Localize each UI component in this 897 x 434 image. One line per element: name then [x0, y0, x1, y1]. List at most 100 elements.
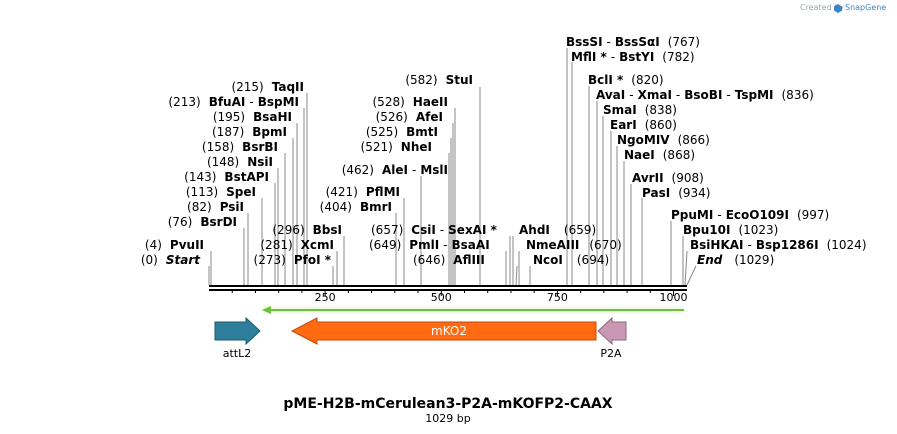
credit-brand: SnapGene — [845, 3, 886, 12]
enzyme-label-taqii[interactable]: (215)TaqII — [231, 80, 304, 94]
snapgene-logo-icon — [834, 4, 842, 13]
svg-text:(195)BsaHI: (195)BsaHI — [213, 110, 292, 124]
svg-text:(528)HaeII: (528)HaeII — [373, 95, 449, 109]
enzyme-label-haeii[interactable]: (528)HaeII — [373, 95, 449, 109]
enzyme-label-pmli[interactable]: (649)PmlI-BsaAI — [369, 238, 490, 252]
leader-lines — [208, 48, 697, 286]
svg-text:BsiHKAI-Bsp1286I(1024): BsiHKAI-Bsp1286I(1024) — [690, 238, 867, 252]
enzyme-label-pfoi[interactable]: (273)PfoI * — [254, 253, 332, 267]
enzyme-label-alei[interactable]: (462)AleI-MslI — [342, 163, 448, 177]
enzyme-label-eari[interactable]: EarI(860) — [610, 118, 677, 132]
svg-text:Bpu10I(1023): Bpu10I(1023) — [683, 223, 778, 237]
svg-text:AhdI(659): AhdI(659) — [519, 223, 596, 237]
map-subtitle: 1029 bp — [425, 412, 470, 425]
svg-text:(421)PflMI: (421)PflMI — [326, 185, 400, 199]
leader-line-afliii — [515, 265, 518, 286]
enzyme-label-ahdi[interactable]: AhdI(659) — [519, 223, 596, 237]
end-label: End(1029) — [697, 253, 774, 267]
enzyme-label-nsii[interactable]: (148)NsiI — [207, 155, 273, 169]
enzyme-label-avai[interactable]: AvaI-XmaI-BsoBI-TspMI(836) — [596, 88, 814, 102]
svg-text:NaeI(868): NaeI(868) — [624, 148, 695, 162]
enzyme-label-smai[interactable]: SmaI(838) — [603, 103, 677, 117]
enzyme-label-csii[interactable]: (657)CsiI-SexAI * — [371, 223, 498, 237]
enzyme-label-bcli[interactable]: BclI *(820) — [588, 73, 664, 87]
enzyme-label-bsahi[interactable]: (195)BsaHI — [213, 110, 292, 124]
svg-text:(521)NheI: (521)NheI — [361, 140, 432, 154]
svg-text:AvrII(908): AvrII(908) — [632, 171, 704, 185]
svg-text:NmeAIII(670): NmeAIII(670) — [526, 238, 622, 252]
svg-text:PasI(934): PasI(934) — [642, 186, 710, 200]
enzyme-label-pvuii[interactable]: (4)PvuII — [145, 238, 204, 252]
svg-text:BclI *(820): BclI *(820) — [588, 73, 664, 87]
enzyme-label-pflmi[interactable]: (421)PflMI — [326, 185, 400, 199]
ruler-tick-label: 500 — [431, 291, 452, 304]
svg-text:(296)BbsI: (296)BbsI — [272, 223, 342, 237]
svg-text:MflI *-BstYI(782): MflI *-BstYI(782) — [571, 50, 695, 64]
enzyme-label-bpmi[interactable]: (187)BpmI — [212, 125, 287, 139]
svg-text:End(1029): End(1029) — [697, 253, 774, 267]
feature-p2a-arrow — [597, 316, 627, 346]
svg-text:(646)AflIII: (646)AflIII — [413, 253, 485, 267]
enzyme-label-bstapi[interactable]: (143)BstAPI — [184, 170, 269, 184]
enzyme-label-bsihkai[interactable]: BsiHKAI-Bsp1286I(1024) — [690, 238, 867, 252]
svg-text:(462)AleI-MslI: (462)AleI-MslI — [342, 163, 448, 177]
enzyme-label-bsrdi[interactable]: (76)BsrDI — [168, 215, 237, 229]
enzyme-label-nhei[interactable]: (521)NheI — [361, 140, 432, 154]
enzyme-label-bmti[interactable]: (525)BmtI — [366, 125, 438, 139]
enzyme-label-bfuai[interactable]: (213)BfuAI-BspMI — [168, 95, 299, 109]
enzyme-label-bpu10i[interactable]: Bpu10I(1023) — [683, 223, 778, 237]
enzyme-label-afei[interactable]: (526)AfeI — [376, 110, 443, 124]
enzyme-label-avrii[interactable]: AvrII(908) — [632, 171, 704, 185]
enzyme-label-afliii[interactable]: (646)AflIII — [413, 253, 485, 267]
feature-mko2[interactable]: mKO2 — [290, 317, 597, 345]
enzyme-label-bmri[interactable]: (404)BmrI — [320, 200, 392, 214]
enzyme-label-ncoi[interactable]: NcoI(694) — [533, 253, 609, 267]
svg-text:(4)PvuII: (4)PvuII — [145, 238, 204, 252]
svg-text:EarI(860): EarI(860) — [610, 118, 677, 132]
svg-text:(649)PmlI-BsaAI: (649)PmlI-BsaAI — [369, 238, 490, 252]
svg-text:(404)BmrI: (404)BmrI — [320, 200, 392, 214]
feature-attl2-arrow — [214, 316, 261, 346]
feature-p2a-label: P2A — [600, 347, 622, 360]
enzyme-label-bsssi[interactable]: BssSI-BssSαI(767) — [566, 35, 700, 49]
enzyme-label-nmeaiii[interactable]: NmeAIII(670) — [526, 238, 622, 252]
orf-arrow[interactable] — [262, 306, 684, 314]
svg-text:(143)BstAPI: (143)BstAPI — [184, 170, 269, 184]
svg-text:AvaI-XmaI-BsoBI-TspMI(836): AvaI-XmaI-BsoBI-TspMI(836) — [596, 88, 814, 102]
enzyme-label-naei[interactable]: NaeI(868) — [624, 148, 695, 162]
enzyme-label-ppumi[interactable]: PpuMI-EcoO109I(997) — [671, 208, 829, 222]
feature-p2a[interactable]: P2A — [597, 316, 627, 360]
enzyme-label-bbsi[interactable]: (296)BbsI — [272, 223, 342, 237]
ruler-tick-label: 1000 — [660, 291, 688, 304]
start-label: (0)Start — [141, 253, 201, 267]
svg-text:(76)BsrDI: (76)BsrDI — [168, 215, 237, 229]
enzyme-label-bsrbi[interactable]: (158)BsrBI — [202, 140, 278, 154]
ruler-tick-label: 250 — [315, 291, 336, 304]
svg-text:BssSI-BssSαI(767): BssSI-BssSαI(767) — [566, 35, 700, 49]
leader-line-end — [686, 265, 697, 286]
svg-text:(525)BmtI: (525)BmtI — [366, 125, 438, 139]
svg-text:NgoMIV(866): NgoMIV(866) — [617, 133, 710, 147]
credit-prefix: Created by — [800, 3, 844, 12]
svg-text:(113)SpeI: (113)SpeI — [186, 185, 256, 199]
svg-text:(215)TaqII: (215)TaqII — [231, 80, 304, 94]
feature-attl2-label: attL2 — [223, 347, 252, 360]
enzyme-label-xcmi[interactable]: (281)XcmI — [260, 238, 334, 252]
enzyme-label-psii[interactable]: (82)PsiI — [187, 200, 244, 214]
enzyme-label-ngomiv[interactable]: NgoMIV(866) — [617, 133, 710, 147]
svg-text:(273)PfoI *: (273)PfoI * — [254, 253, 332, 267]
svg-text:(526)AfeI: (526)AfeI — [376, 110, 443, 124]
svg-text:PpuMI-EcoO109I(997): PpuMI-EcoO109I(997) — [671, 208, 829, 222]
svg-text:(657)CsiI-SexAI *: (657)CsiI-SexAI * — [371, 223, 498, 237]
ruler: 250 500 750 1000 — [231, 290, 688, 304]
enzyme-label-mfli[interactable]: MflI *-BstYI(782) — [571, 50, 695, 64]
enzyme-label-spei[interactable]: (113)SpeI — [186, 185, 256, 199]
map-title: pME-H2B-mCerulean3-P2A-mKOFP2-CAAX — [283, 396, 612, 412]
feature-attl2[interactable]: attL2 — [214, 316, 261, 360]
svg-text:(148)NsiI: (148)NsiI — [207, 155, 273, 169]
enzyme-label-stui[interactable]: (582)StuI — [405, 73, 473, 87]
svg-text:(158)BsrBI: (158)BsrBI — [202, 140, 278, 154]
ruler-tick-label: 750 — [547, 291, 568, 304]
enzyme-label-pasi[interactable]: PasI(934) — [642, 186, 710, 200]
leader-line-bsihkai — [684, 250, 688, 286]
